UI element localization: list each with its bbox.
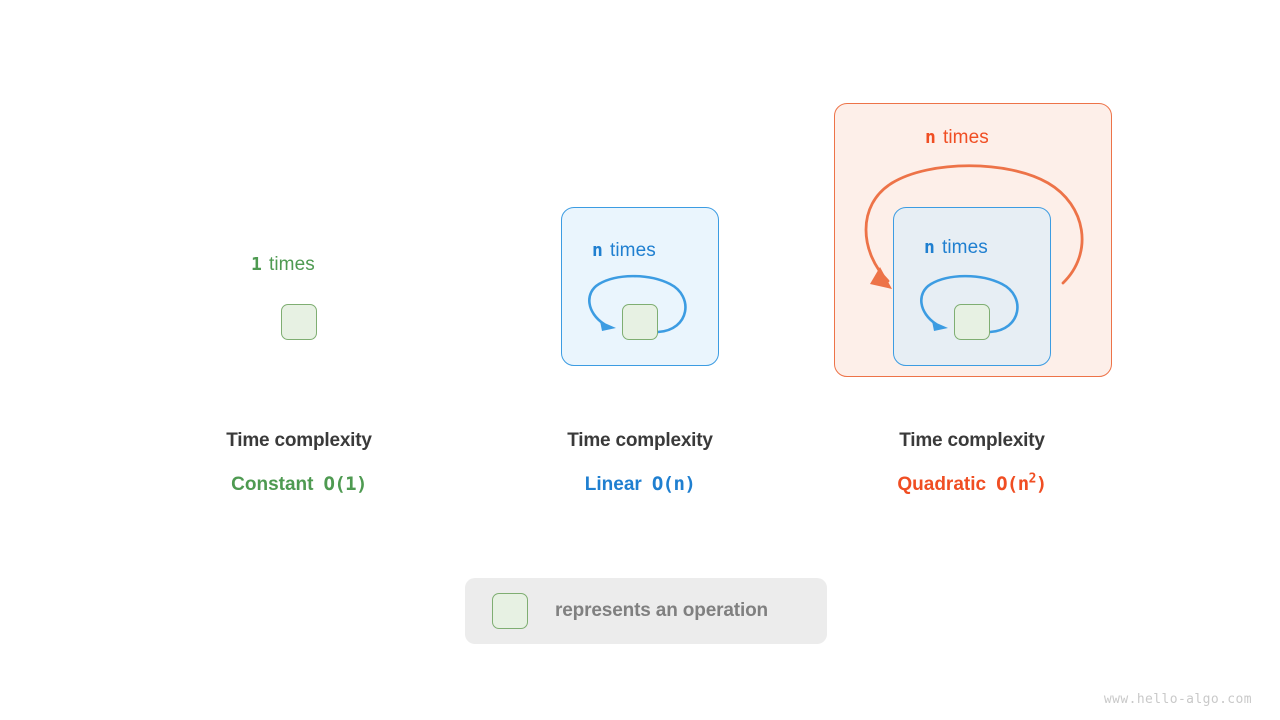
loop-container-quadratic-inner <box>893 207 1051 366</box>
caption-title-quadratic: Time complexity <box>899 430 1045 451</box>
bigo-base-open: O(n <box>996 473 1029 495</box>
bigo-exponent: 2 <box>1028 471 1037 487</box>
constant-times-word: times <box>268 254 315 275</box>
quadratic-outer-count: n <box>925 127 936 148</box>
linear-times-word: times <box>609 240 656 261</box>
operation-box-linear <box>622 304 658 340</box>
quadratic-outer-times-word: times <box>942 127 989 148</box>
bigo-base-close: ) <box>1035 473 1047 495</box>
complexity-name-constant: Constant <box>231 474 314 495</box>
caption-quadratic: Time complexity Quadratic O(n2) <box>842 431 1102 494</box>
caption-title-constant: Time complexity <box>226 430 372 451</box>
caption-value-linear: Linear O(n) <box>510 473 770 495</box>
constant-times-label: 1 times <box>251 255 315 274</box>
legend-label: represents an operation <box>555 600 768 621</box>
constant-count: 1 <box>251 254 262 275</box>
caption-constant: Time complexity Constant O(1) <box>169 431 429 494</box>
caption-value-constant: Constant O(1) <box>169 473 429 495</box>
complexity-bigo-linear: O(n) <box>651 473 696 495</box>
loop-container-linear <box>561 207 719 366</box>
caption-title-linear: Time complexity <box>567 430 713 451</box>
complexity-bigo-constant: O(1) <box>323 473 367 495</box>
operation-swatch-icon <box>492 593 528 629</box>
operation-box-constant <box>281 304 317 340</box>
quadratic-inner-count: n <box>924 237 935 258</box>
operation-box-quadratic <box>954 304 990 340</box>
complexity-name-quadratic: Quadratic <box>897 474 987 495</box>
complexity-bigo-quadratic: O(n2) <box>996 473 1047 495</box>
caption-linear: Time complexity Linear O(n) <box>510 431 770 494</box>
linear-count: n <box>592 240 603 261</box>
legend-box: represents an operation <box>465 578 827 644</box>
complexity-name-linear: Linear <box>584 474 642 495</box>
watermark: www.hello-algo.com <box>1103 692 1252 707</box>
caption-value-quadratic: Quadratic O(n2) <box>842 473 1102 495</box>
quadratic-inner-times-word: times <box>941 237 988 258</box>
